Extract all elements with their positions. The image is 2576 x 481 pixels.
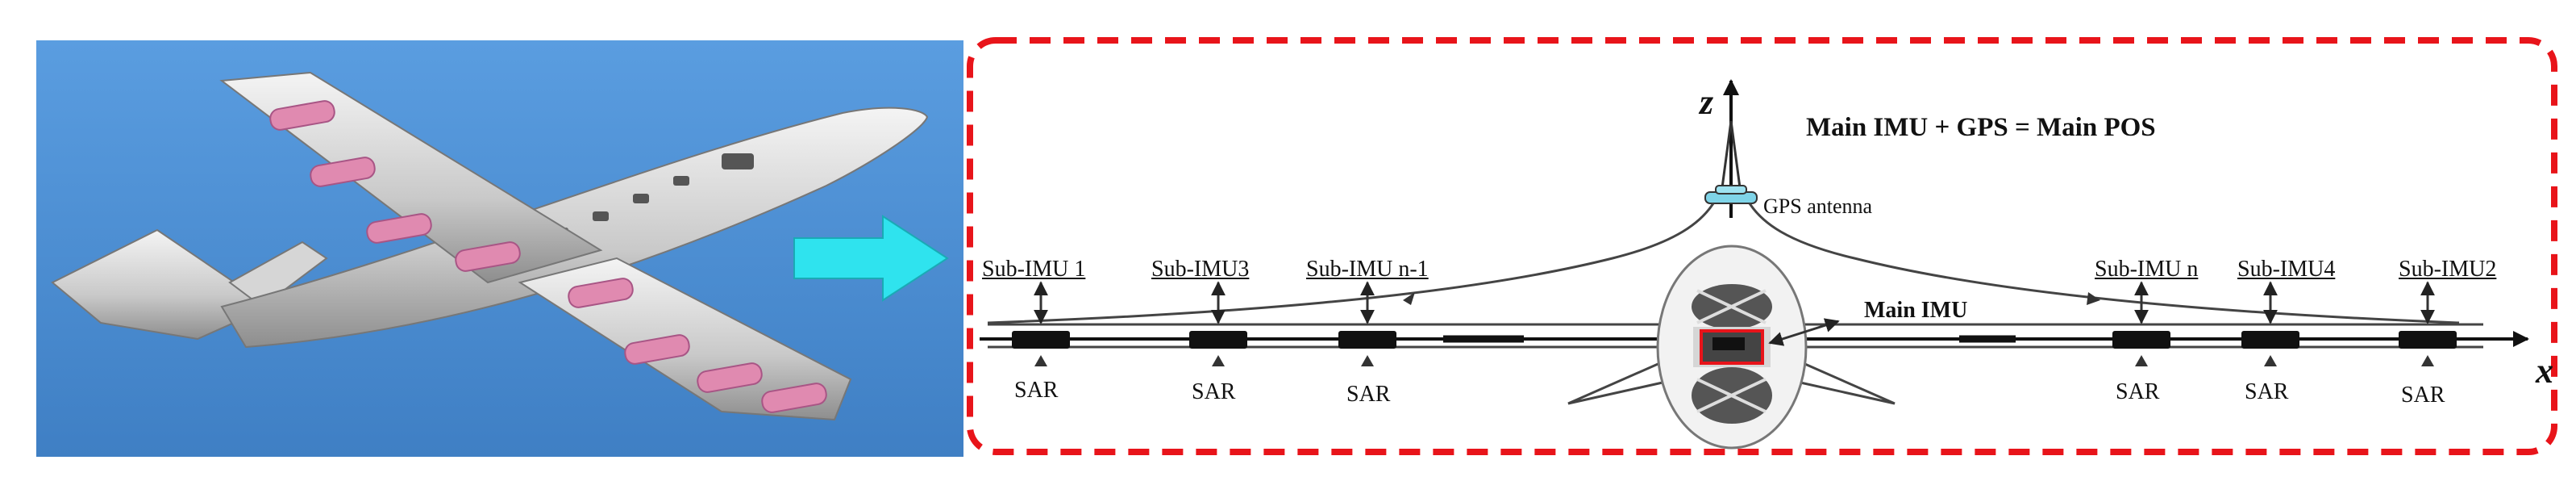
sub-imu-label: Sub-IMU2: [2399, 257, 2497, 282]
wing-outline-upper: [987, 203, 1715, 324]
sub-imu-label: Sub-IMU n: [2095, 257, 2199, 282]
equation-label: Main IMU + GPS = Main POS: [1806, 113, 2156, 142]
gps-antenna-label: GPS antenna: [1763, 194, 1873, 218]
sub-imu-label: Sub-IMU n-1: [1306, 257, 1429, 282]
sensor-pods-lower: [568, 278, 827, 413]
transition-arrow: [793, 215, 949, 302]
sar-label: SAR: [1346, 382, 1391, 407]
gps-antenna-icon: [1704, 185, 1758, 204]
main-imu-label: Main IMU: [1864, 298, 1968, 323]
wing-outline-upper-right: [1748, 203, 2460, 324]
main-imu-pointer: [1768, 318, 1840, 346]
sar-label: SAR: [2401, 383, 2445, 408]
sensor-pods-upper: [269, 100, 521, 272]
sub-imu-label: Sub-IMU3: [1151, 257, 1250, 282]
sar-label: SAR: [1192, 379, 1236, 404]
main-imu-housing: [1656, 245, 1808, 450]
x-axis-label: x: [2536, 351, 2553, 391]
sar-blocks: [1012, 331, 2457, 349]
sub-imu-label: Sub-IMU 1: [982, 257, 1086, 282]
sar-label: SAR: [2245, 379, 2289, 404]
sar-label: SAR: [1014, 378, 1059, 403]
z-axis-label: z: [1700, 82, 1714, 122]
dashed-frame: [967, 37, 2557, 455]
sub-imu-label: Sub-IMU4: [2237, 257, 2336, 282]
sar-label: SAR: [2116, 379, 2160, 404]
upper-wing: [219, 71, 603, 284]
